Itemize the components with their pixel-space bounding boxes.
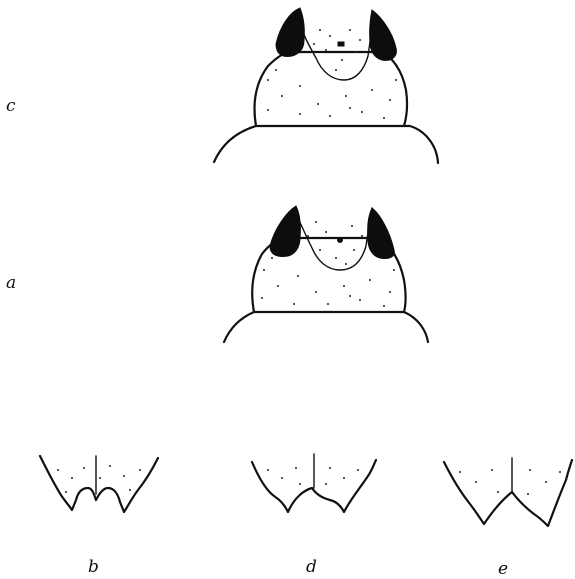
figure-d: d bbox=[252, 454, 376, 577]
pronotum-a bbox=[224, 312, 428, 342]
stipple-b bbox=[57, 465, 141, 493]
head-capsule-c bbox=[255, 52, 408, 126]
figure-b: b bbox=[40, 456, 158, 577]
eye-left-a bbox=[270, 206, 300, 257]
abdomen-apex-b bbox=[40, 456, 158, 512]
median-mark-a bbox=[338, 238, 343, 243]
label-d: d bbox=[306, 557, 317, 577]
figure-c: c bbox=[6, 8, 438, 163]
stipple-e bbox=[459, 469, 561, 495]
figure-e: e bbox=[444, 458, 572, 579]
pronotum-c bbox=[214, 126, 438, 163]
label-a: a bbox=[6, 273, 16, 293]
frons-c bbox=[296, 14, 374, 80]
eye-left-c bbox=[276, 8, 304, 57]
head-a-drawing bbox=[224, 206, 428, 342]
median-mark-c bbox=[338, 42, 344, 46]
eye-right-a bbox=[368, 208, 395, 259]
label-b: b bbox=[88, 557, 99, 577]
figure-a: a bbox=[6, 206, 428, 342]
label-e: e bbox=[498, 559, 508, 579]
head-c-drawing bbox=[214, 8, 438, 163]
eye-right-c bbox=[370, 10, 397, 60]
label-c: c bbox=[6, 96, 16, 116]
abdomen-apex-e bbox=[444, 460, 572, 526]
stipple-d bbox=[267, 467, 359, 485]
